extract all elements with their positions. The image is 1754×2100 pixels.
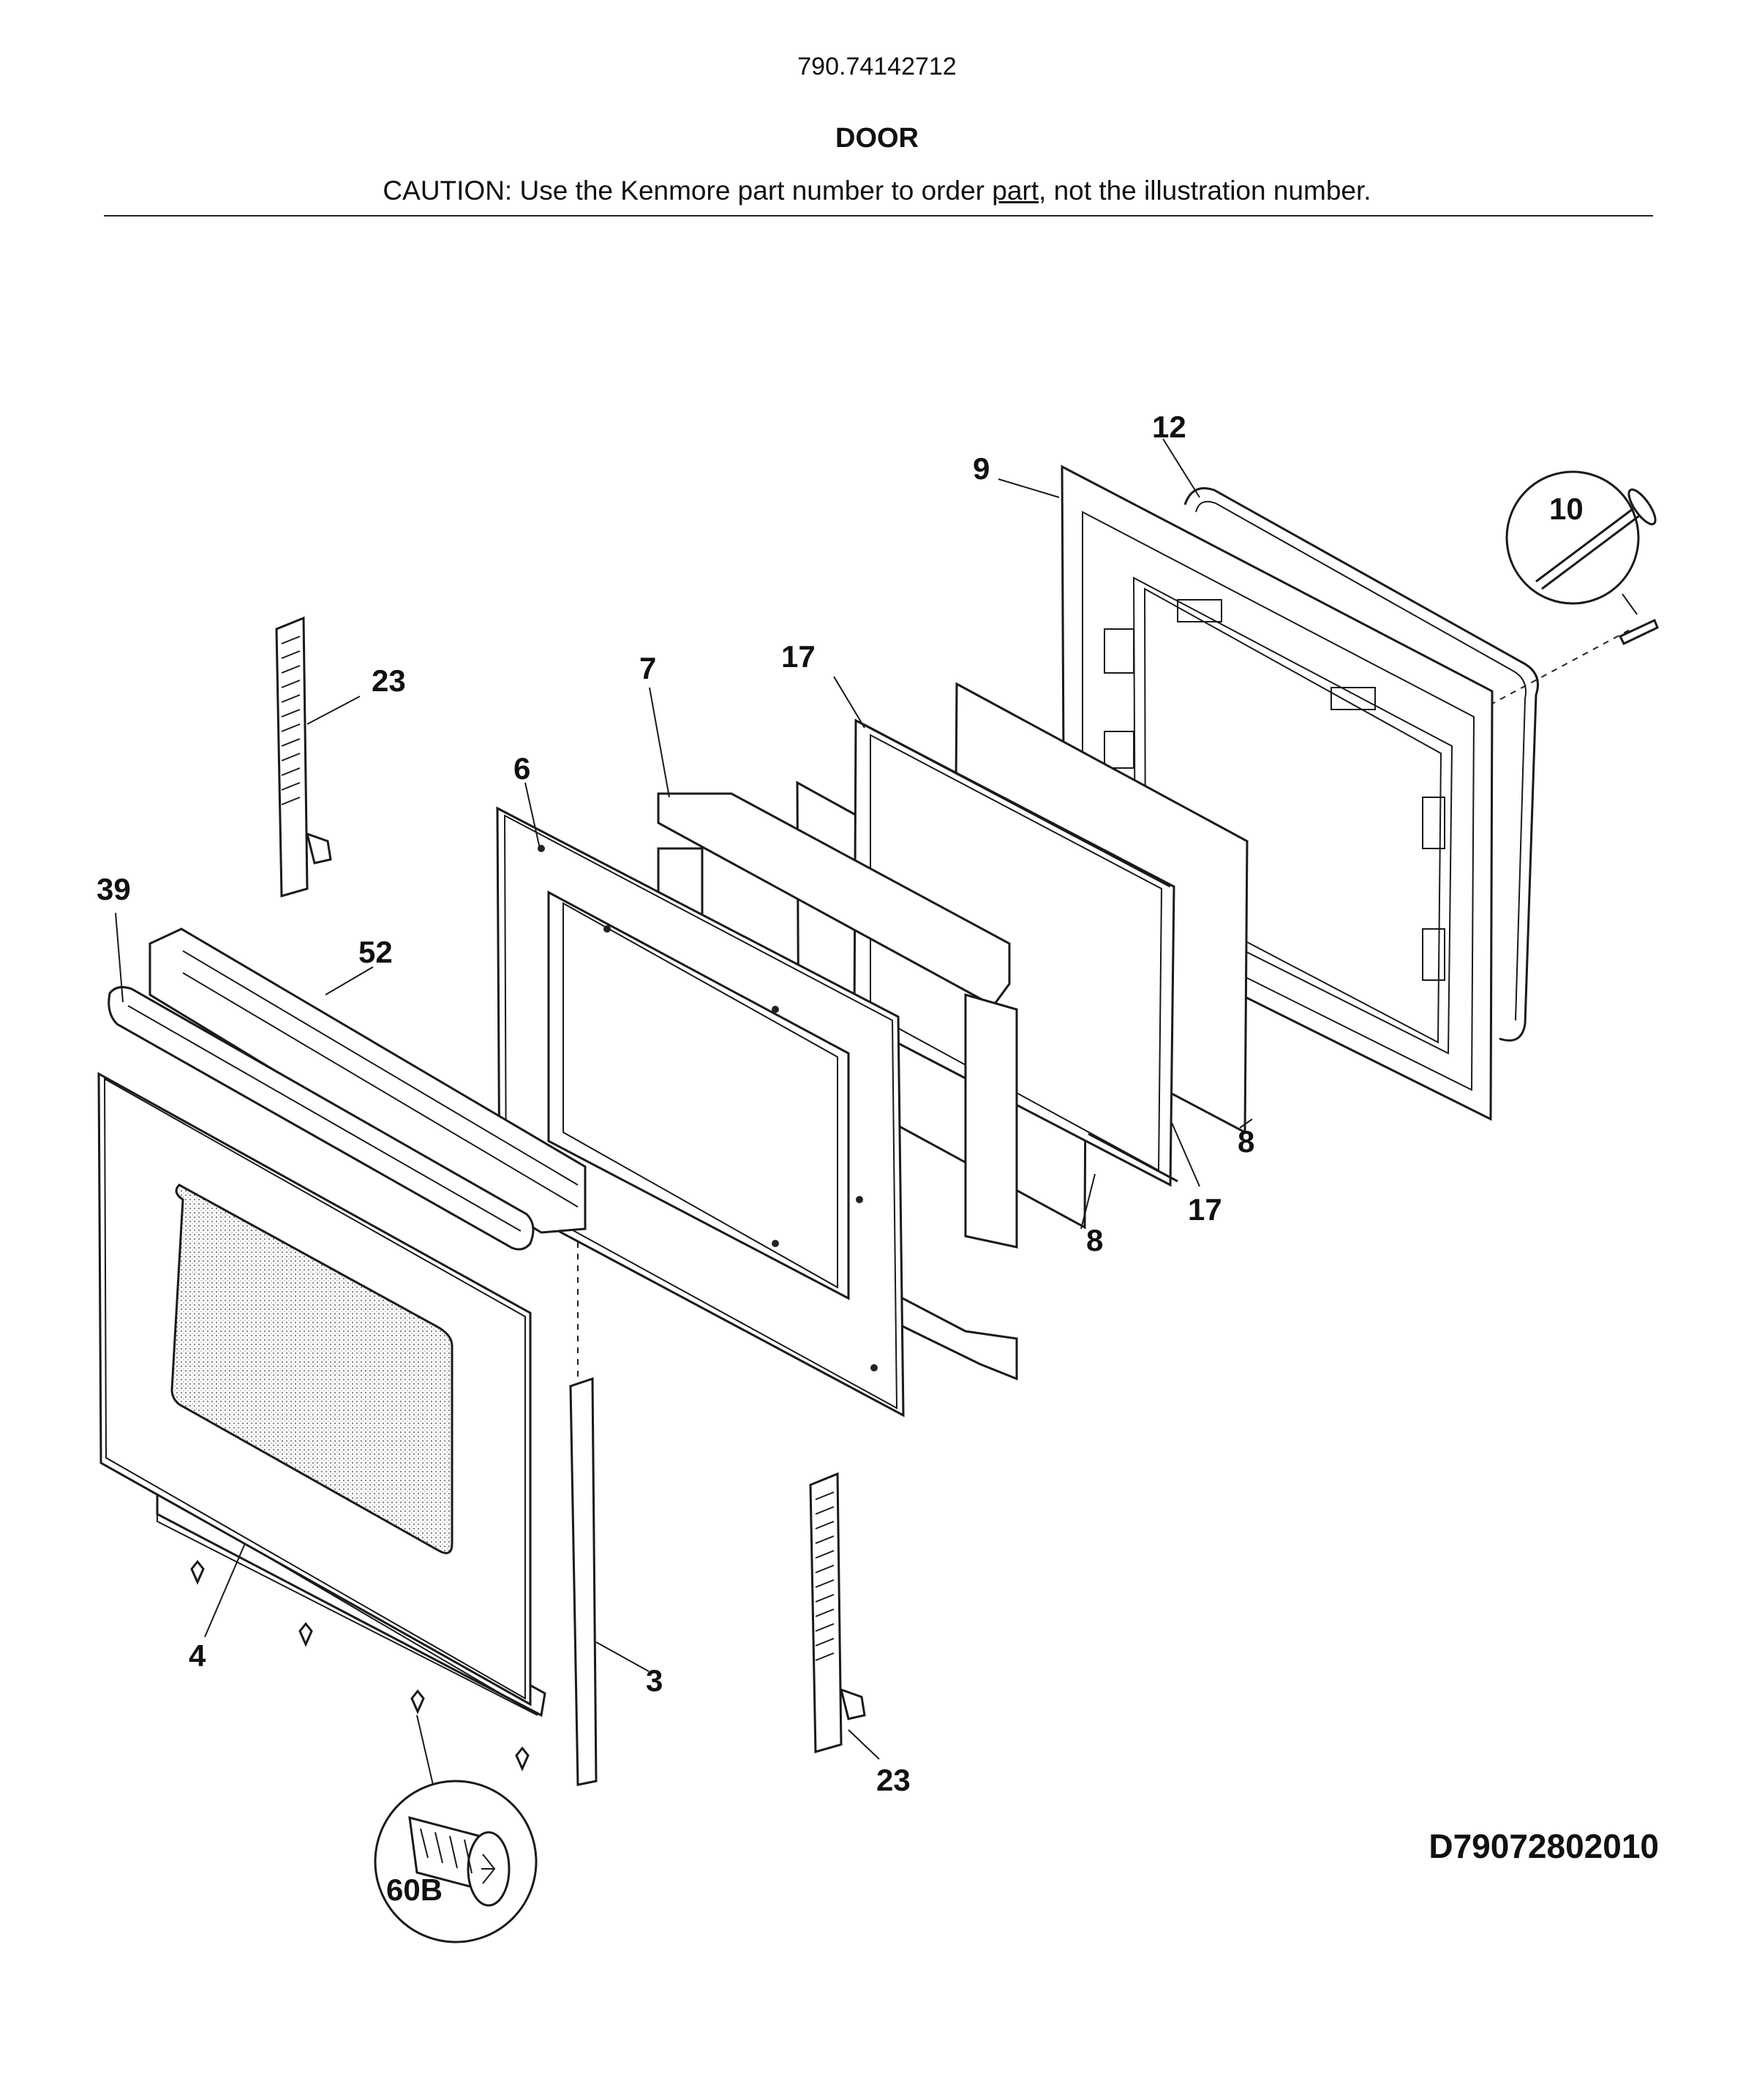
door-inner-frame bbox=[496, 806, 905, 1418]
model-number: 790.74142712 bbox=[797, 53, 957, 80]
callout-8-right: 8 bbox=[1238, 1124, 1254, 1159]
caution-suffix: , not the illustration number. bbox=[1039, 176, 1371, 206]
screw-detail-60B bbox=[374, 1780, 538, 1943]
callout-23-top: 23 bbox=[372, 663, 406, 698]
door-side-trim bbox=[569, 1377, 598, 1786]
outer-door-panel bbox=[97, 1072, 532, 1706]
callout-52: 52 bbox=[358, 935, 393, 969]
section-title: DOOR bbox=[835, 123, 919, 154]
diagram-code: D79072802010 bbox=[1429, 1827, 1659, 1865]
callout-23-bottom: 23 bbox=[876, 1763, 911, 1797]
door-handle-trim bbox=[148, 927, 587, 1234]
door-handle bbox=[108, 986, 535, 1251]
callout-4: 4 bbox=[189, 1638, 206, 1673]
callout-10: 10 bbox=[1549, 492, 1584, 526]
header-divider bbox=[104, 215, 1653, 217]
leader-lines bbox=[115, 438, 1253, 1785]
callout-8-middle: 8 bbox=[1086, 1223, 1103, 1257]
callout-17-top: 17 bbox=[781, 639, 816, 674]
caution-part-link: part bbox=[992, 176, 1039, 206]
callout-12: 12 bbox=[1152, 410, 1186, 444]
caution-prefix: CAUTION: Use the Kenmore part number to … bbox=[383, 176, 993, 206]
door-gasket bbox=[1183, 487, 1539, 1042]
callout-9: 9 bbox=[973, 451, 990, 486]
callout-17-bottom: 17 bbox=[1188, 1192, 1222, 1227]
callout-7: 7 bbox=[639, 651, 656, 685]
bolt-detail-10 bbox=[1505, 470, 1659, 645]
door-hinge-bottom bbox=[809, 1472, 866, 1753]
callout-3: 3 bbox=[646, 1663, 663, 1698]
callout-60B: 60B bbox=[386, 1873, 443, 1907]
door-hinge-top bbox=[275, 616, 332, 897]
caution-text: CAUTION: Use the Kenmore part number to … bbox=[0, 176, 1754, 206]
door-window-glass bbox=[170, 1183, 453, 1554]
callout-6: 6 bbox=[513, 751, 530, 786]
door-screws bbox=[190, 1559, 530, 1772]
callout-39: 39 bbox=[97, 872, 131, 906]
